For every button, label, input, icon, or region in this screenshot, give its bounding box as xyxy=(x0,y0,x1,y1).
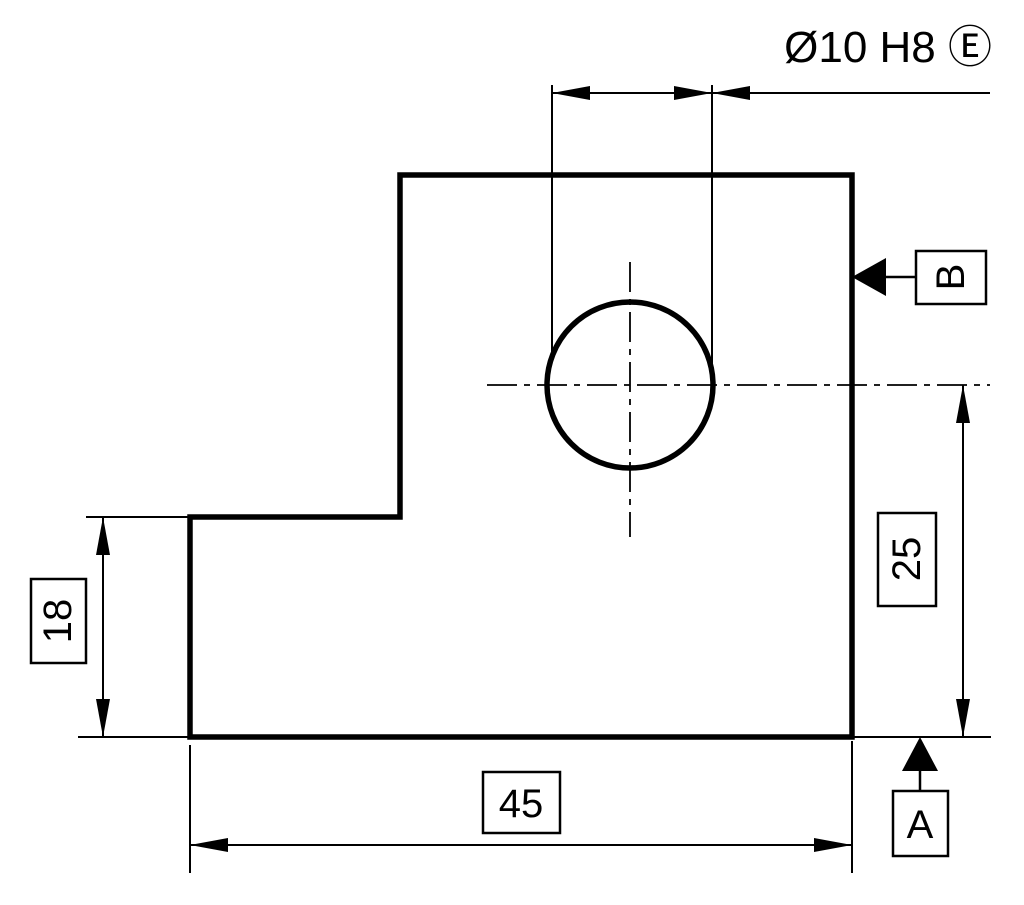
dim45-label: 45 xyxy=(499,782,544,826)
part-outline xyxy=(187,172,855,740)
datum-a-frame xyxy=(891,789,950,858)
datum-a-label: A xyxy=(907,803,934,847)
dim25-label-box xyxy=(876,511,938,608)
hole-dimension: Ø10 H8 Ⓔ xyxy=(552,23,992,100)
hole-callout-text: Ø10 H8 Ⓔ xyxy=(784,23,992,72)
datum-b-label: B xyxy=(929,264,973,291)
dim18-label-box xyxy=(29,577,88,665)
datum-a-triangle xyxy=(902,737,938,771)
dim45-arrow-right xyxy=(814,838,852,852)
datum-b: B xyxy=(852,249,988,306)
dim25-arrow-up xyxy=(956,385,970,423)
centerlines xyxy=(487,262,990,537)
hole-callout-leader-arrow xyxy=(712,86,750,100)
hole-dim-arrow-left xyxy=(552,86,590,100)
dim25-label: 25 xyxy=(885,537,929,582)
datum-b-triangle xyxy=(852,258,886,296)
hole-circle xyxy=(544,299,716,471)
dim25-arrow-down xyxy=(956,699,970,737)
dim18: 18 xyxy=(29,517,110,737)
datum-a: A xyxy=(891,737,950,858)
dim18-label: 18 xyxy=(36,599,80,644)
dim45: 45 xyxy=(190,770,852,852)
dim25: 25 xyxy=(876,385,970,737)
dim18-arrow-up xyxy=(96,517,110,555)
hole-dim-arrow-right xyxy=(674,86,712,100)
dim45-arrow-left xyxy=(190,838,228,852)
dim45-label-box xyxy=(481,770,562,835)
dim18-arrow-down xyxy=(96,699,110,737)
datum-b-frame xyxy=(914,249,988,306)
